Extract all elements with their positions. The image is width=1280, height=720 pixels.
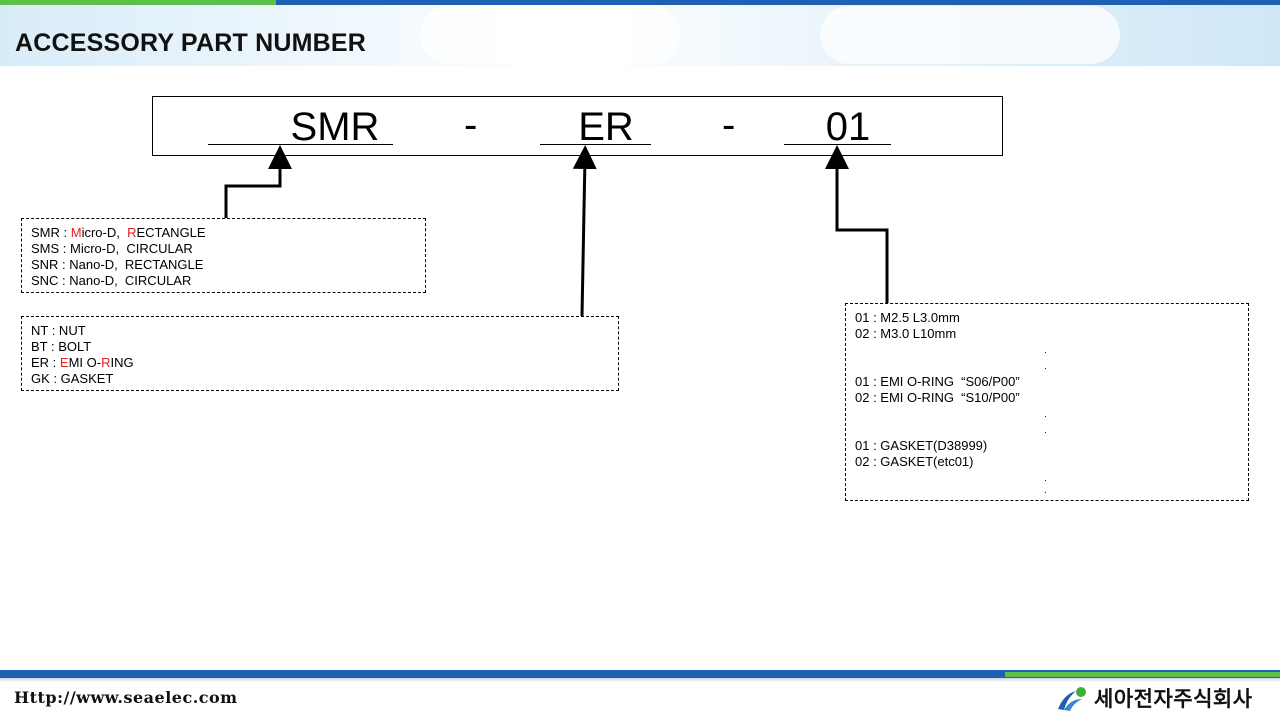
connector-number <box>825 145 889 303</box>
code-part-kind-underline <box>540 144 651 145</box>
ellipsis-dot: . <box>1044 345 1047 356</box>
cloud-decoration <box>820 6 1120 64</box>
ellipsis-dot: . <box>1044 409 1047 420</box>
code-part-number-underline <box>784 144 891 145</box>
ellipsis-dot: . <box>1044 361 1047 372</box>
code-separator: - <box>722 103 736 147</box>
top-accent-line <box>0 0 1280 5</box>
code-separator: - <box>464 103 478 147</box>
connector-kind <box>572 145 597 317</box>
cloud-decoration <box>420 6 680 64</box>
footer-accent-line <box>0 670 1280 678</box>
footer-url: Http://www.seaelec.com <box>14 688 238 707</box>
number-line: 01 : EMI O-RING “S06/P00” <box>855 374 1020 389</box>
company-logo-icon <box>1058 687 1086 711</box>
type-line: SMS : Micro-D, CIRCULAR <box>31 241 193 256</box>
footer-accent-green <box>1005 672 1280 677</box>
ellipsis-dot: . <box>1044 473 1047 484</box>
kind-line: ER : EMI O-RING <box>31 355 134 370</box>
number-line: 01 : GASKET(D38999) <box>855 438 988 453</box>
number-line: 01 : M2.5 L3.0mm <box>855 310 960 325</box>
company-name: 세아전자주식회사 <box>1094 688 1253 711</box>
part-number-code-box: SMR - ER - 01 <box>152 96 1003 156</box>
type-line: SNR : Nano-D, RECTANGLE <box>31 257 204 272</box>
kind-line: NT : NUT <box>31 323 86 338</box>
number-code-box: 01 : M2.5 L3.0mm 02 : M3.0 L10mm . . 01 … <box>845 303 1249 501</box>
kind-line: BT : BOLT <box>31 339 92 354</box>
header-banner: ACCESSORY PART NUMBER <box>0 0 1280 66</box>
connector-type <box>224 145 292 218</box>
number-line: 02 : EMI O-RING “S10/P00” <box>855 390 1020 405</box>
ellipsis-dot: . <box>1044 485 1047 496</box>
type-line: SMR : Micro-D, RECTANGLE <box>31 225 206 240</box>
page-title: ACCESSORY PART NUMBER <box>15 29 366 57</box>
kind-code-box: NT : NUT BT : BOLT ER : EMI O-RING GK : … <box>21 316 619 391</box>
code-part-type-underline <box>208 144 393 145</box>
type-code-box: SMR : Micro-D, RECTANGLE SMS : Micro-D, … <box>21 218 426 293</box>
code-part-number: 01 <box>825 105 871 149</box>
top-accent-green <box>0 0 276 5</box>
kind-line: GK : GASKET <box>31 371 114 386</box>
number-line: 02 : M3.0 L10mm <box>855 326 957 341</box>
code-part-kind: ER <box>578 105 634 149</box>
ellipsis-dot: . <box>1044 425 1047 436</box>
type-line: SNC : Nano-D, CIRCULAR <box>31 273 192 288</box>
code-part-type: SMR <box>290 105 380 149</box>
number-line: 02 : GASKET(etc01) <box>855 454 974 469</box>
footer-shadow <box>0 678 1280 682</box>
